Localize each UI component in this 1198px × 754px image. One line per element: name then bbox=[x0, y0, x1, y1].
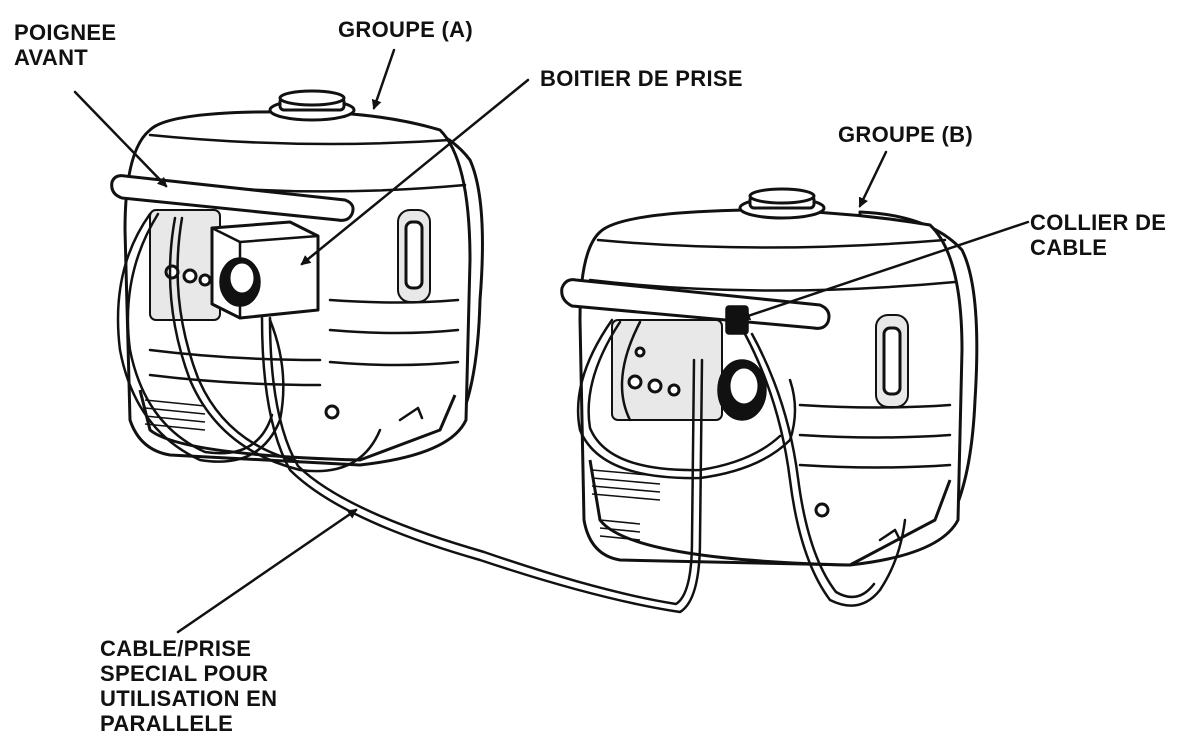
leader-lines bbox=[73, 48, 1030, 634]
leader-boitier bbox=[300, 78, 530, 266]
leader-collier bbox=[740, 220, 1030, 321]
label-front-handle: POIGNEE AVANT bbox=[14, 20, 117, 70]
label-generator-b: GROUPE (B) bbox=[838, 122, 973, 147]
generator-b bbox=[560, 187, 979, 567]
generator-a bbox=[110, 89, 484, 467]
label-parallel-cable: CABLE/PRISE SPECIAL POUR UTILISATION EN … bbox=[100, 636, 278, 736]
label-cable-clamp: COLLIER DE CABLE bbox=[1030, 210, 1167, 260]
plug-box-a bbox=[210, 220, 320, 320]
leader-cable bbox=[176, 508, 358, 634]
leader-groupe-a bbox=[371, 48, 396, 110]
leader-groupe-b bbox=[858, 150, 888, 208]
label-plug-box: BOITIER DE PRISE bbox=[540, 66, 743, 91]
leader-poignee bbox=[73, 90, 168, 188]
label-generator-a: GROUPE (A) bbox=[338, 17, 473, 42]
vent-grille-b bbox=[591, 469, 661, 541]
parallel-cables bbox=[116, 212, 907, 614]
